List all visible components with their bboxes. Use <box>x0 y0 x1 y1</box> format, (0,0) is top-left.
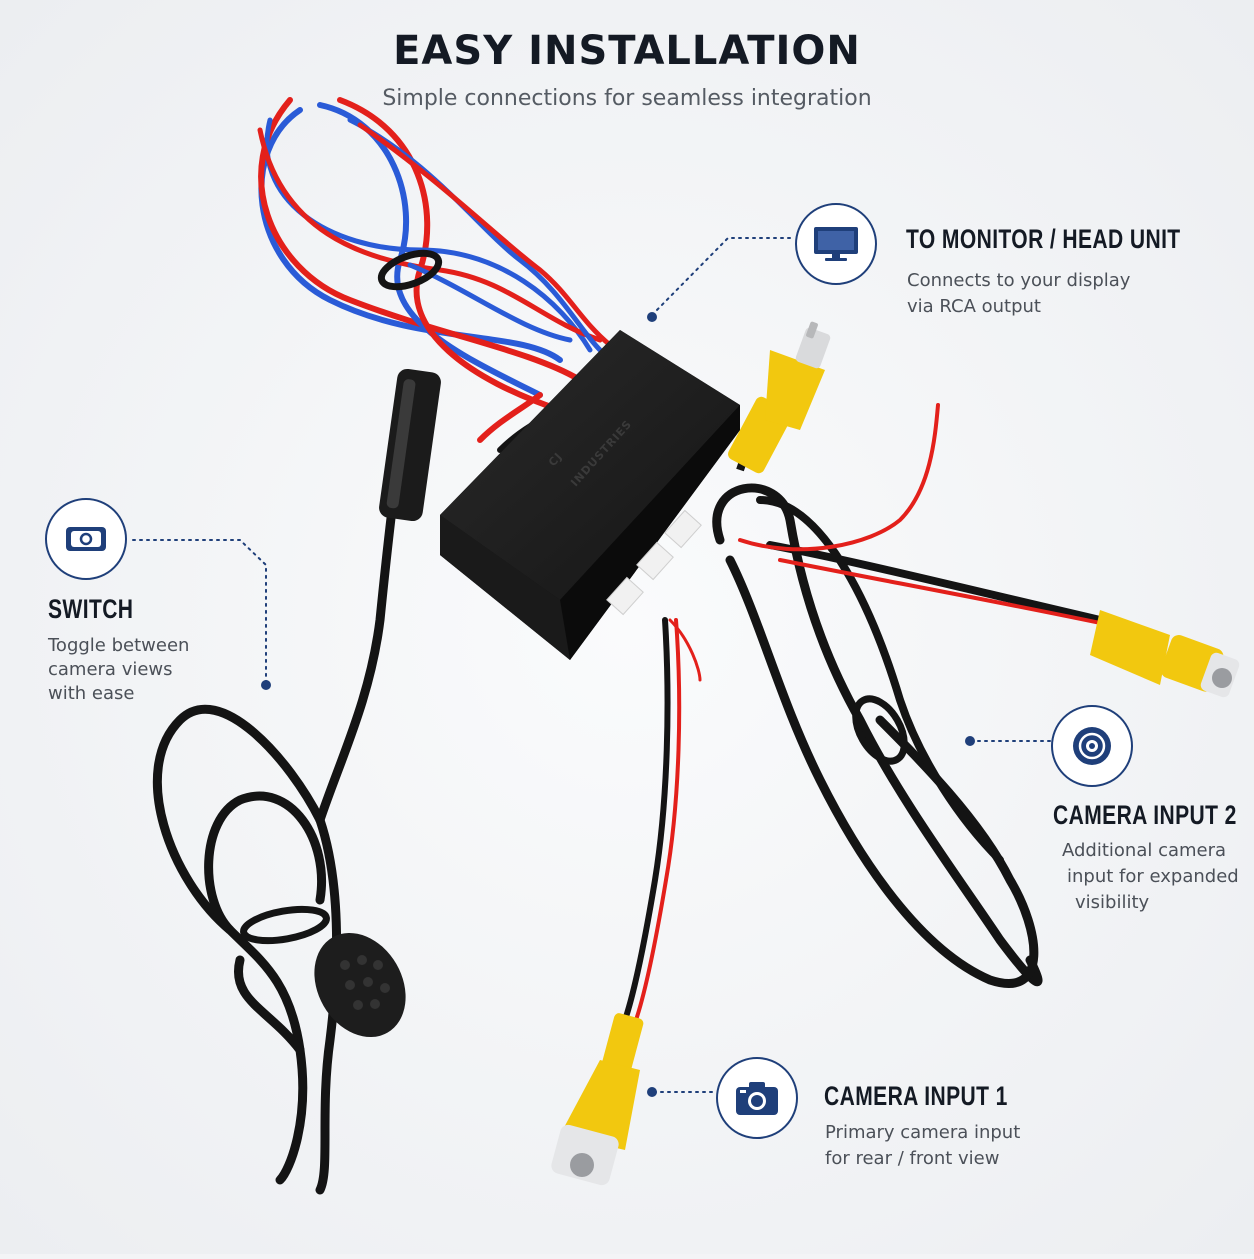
monitor-description-line: via RCA output <box>907 296 1041 317</box>
camera1-heading: CAMERA INPUT 1 <box>824 1081 1008 1111</box>
lens-icon <box>1073 727 1111 765</box>
page-subtitle: Simple connections for seamless integrat… <box>382 86 872 111</box>
monitor-icon-ring <box>795 203 877 285</box>
monitor-icon <box>814 227 858 261</box>
push-button-switch <box>314 932 406 1038</box>
camera2-description: Additional camera input for expanded vis… <box>1062 838 1239 916</box>
switch-description: Toggle between camera views with ease <box>48 634 189 706</box>
monitor-description: Connects to your display via RCA output <box>907 268 1130 320</box>
switch-description-line: camera views <box>48 659 173 680</box>
camera-input-1-cable <box>622 617 702 1023</box>
toggle-switch-icon <box>66 527 106 551</box>
red-trigger-wire <box>738 403 1112 627</box>
switch-description-line: Toggle between <box>48 635 190 656</box>
control-box <box>440 330 740 660</box>
camera-input-2-cable <box>712 483 1104 988</box>
camera2-heading: CAMERA INPUT 2 <box>1053 800 1237 830</box>
switch-description-line: with ease <box>48 683 135 704</box>
camera2-description-line: input for expanded <box>1067 866 1239 887</box>
monitor-heading: TO MONITOR / HEAD UNIT <box>906 224 1181 254</box>
switch-heading: SWITCH <box>48 594 134 624</box>
switch-icon-ring <box>45 498 127 580</box>
camera1-description: Primary camera input for rear / front vi… <box>825 1120 1020 1172</box>
camera-input-1-rca-connector <box>551 1013 644 1186</box>
camera1-icon-ring <box>716 1057 798 1139</box>
camera1-description-line: for rear / front view <box>825 1148 1000 1169</box>
camera-input-2-rca-connector <box>1090 610 1240 698</box>
monitor-description-line: Connects to your display <box>907 270 1131 291</box>
switch-connector <box>379 368 441 522</box>
page-title: EASY INSTALLATION <box>393 28 861 74</box>
camera2-description-line: Additional camera <box>1062 840 1227 861</box>
camera2-description-line: visibility <box>1075 892 1150 913</box>
power-wire-bundle <box>257 97 613 453</box>
camera2-icon-ring <box>1051 705 1133 787</box>
camera-icon <box>736 1082 778 1115</box>
monitor-rca-connector <box>728 321 831 474</box>
camera1-description-line: Primary camera input <box>825 1122 1021 1143</box>
